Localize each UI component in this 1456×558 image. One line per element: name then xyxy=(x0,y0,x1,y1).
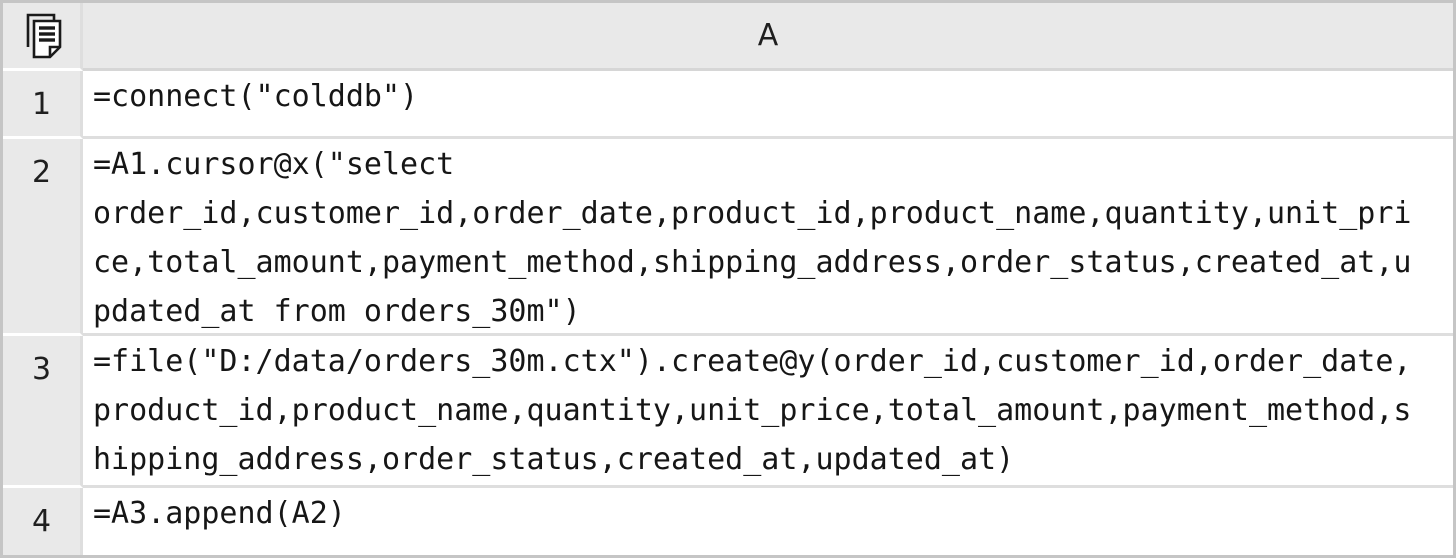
cell-A3-formula[interactable]: =file("D:/data/orders_30m.ctx").create@y… xyxy=(83,336,1453,488)
cell-A1-formula[interactable]: =connect("colddb") xyxy=(83,71,1453,139)
row-number-4[interactable]: 4 xyxy=(3,488,83,555)
cell-A2-formula[interactable]: =A1.cursor@x("select order_id,customer_i… xyxy=(83,139,1453,336)
row-number-2[interactable]: 2 xyxy=(3,139,83,336)
column-header-A[interactable]: A xyxy=(83,3,1453,71)
corner-select-all-cell[interactable] xyxy=(3,3,83,71)
cell-A4-formula[interactable]: =A3.append(A2) xyxy=(83,488,1453,555)
row-number-1[interactable]: 1 xyxy=(3,71,83,139)
row-number-3[interactable]: 3 xyxy=(3,336,83,488)
copy-pages-icon xyxy=(26,13,61,58)
